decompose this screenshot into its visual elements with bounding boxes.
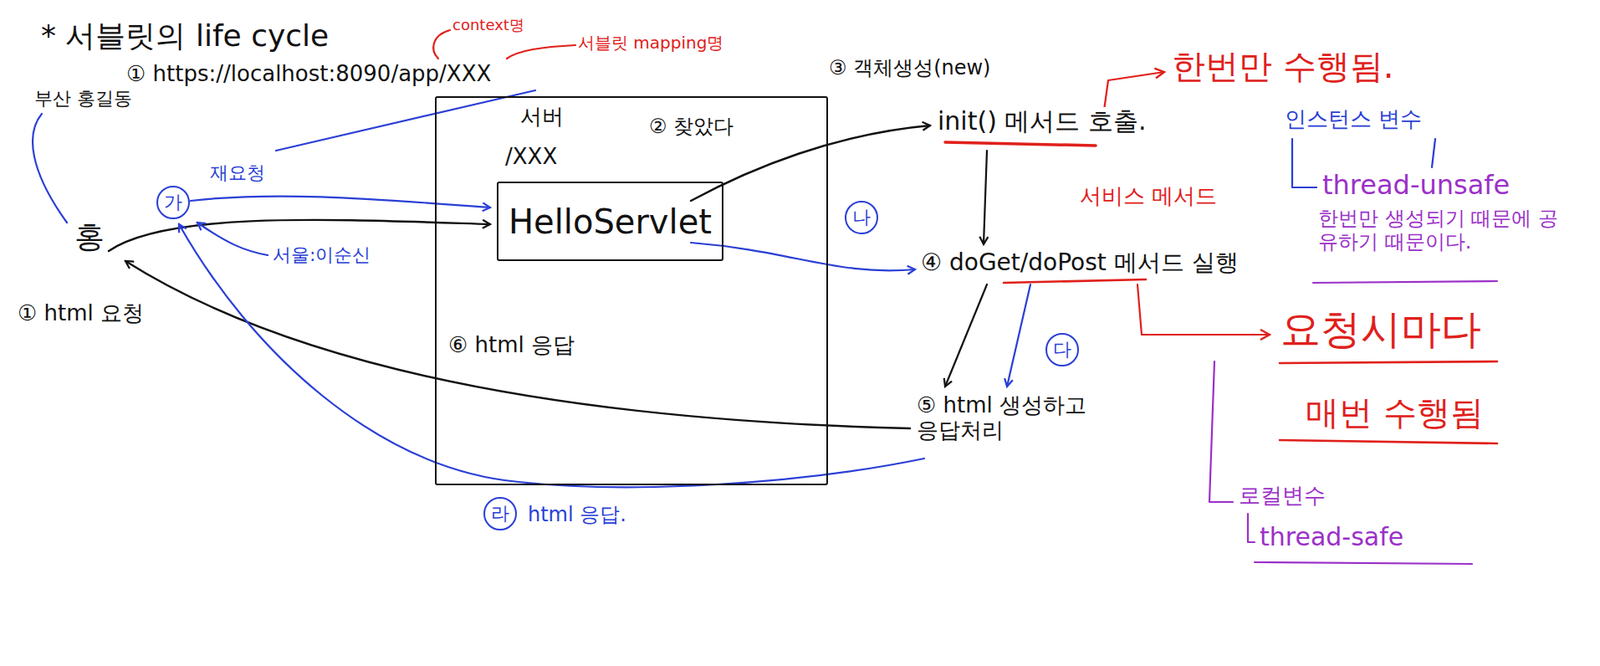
re-request-arrow xyxy=(190,196,491,208)
step-mark: 다 xyxy=(1053,338,1072,360)
annotation: context명 xyxy=(451,16,526,35)
step-mark: 나 xyxy=(852,206,871,228)
annotation: 한번만 수행됨. xyxy=(1170,46,1395,86)
annotation: 재요청 xyxy=(209,162,266,184)
blue-slash xyxy=(276,90,536,151)
share-underline xyxy=(1313,281,1498,283)
servlet-box: HelloServlet xyxy=(496,181,724,261)
safe-underline xyxy=(1254,562,1473,564)
step-circle: 가 xyxy=(156,185,190,220)
step-circle: 나 xyxy=(844,200,879,235)
client-name: 서울:이순신 xyxy=(271,244,372,266)
blue-bracket xyxy=(32,113,67,223)
doget-underline xyxy=(1003,279,1146,283)
step-text: init() 메서드 호출. xyxy=(936,107,1147,137)
step-text: html 응답. xyxy=(526,503,628,527)
step-text: ④ doGet/doPost 메서드 실행 xyxy=(920,249,1240,277)
every-underline xyxy=(1279,361,1498,363)
step-circle: 라 xyxy=(483,496,517,531)
blue-doget-arrow xyxy=(690,242,916,271)
step-text: ③ 객체생성(new) xyxy=(828,56,992,81)
response-arrow xyxy=(125,260,910,429)
init-to-doget xyxy=(983,150,987,245)
note-text: 부산 홍길동 xyxy=(33,87,133,109)
annotation: 서비스 메서드 xyxy=(1078,184,1218,210)
instance-bracket xyxy=(1292,138,1317,188)
every-underline-2 xyxy=(1279,439,1498,444)
step-text: ⑤ html 생성하고 응답처리 xyxy=(915,393,1102,444)
annotation: thread-unsafe xyxy=(1321,169,1511,201)
context-pointer xyxy=(433,30,450,59)
mapping-path: /XXX xyxy=(505,144,558,170)
step-circle: 다 xyxy=(1045,332,1079,367)
local-bracket-2 xyxy=(1247,513,1255,542)
mapping-pointer xyxy=(506,45,576,59)
request-url: ① https://localhost:8090/app/XXX xyxy=(125,61,492,87)
local-bracket xyxy=(1209,361,1233,502)
init-underline xyxy=(945,142,1096,146)
server-box: 서버/XXX HelloServlet xyxy=(434,96,829,486)
annotation: 요청시마다 xyxy=(1279,306,1483,353)
step-text: ⑥ html 응답 xyxy=(447,332,576,358)
annotation: 인스턴스 변수 xyxy=(1283,107,1423,133)
annotation: thread-safe xyxy=(1258,522,1405,553)
client-name: 홍 xyxy=(73,219,106,254)
blue-response-arrow xyxy=(178,224,925,487)
step-text: ② 찾았다 xyxy=(648,115,735,139)
instance-bracket-2 xyxy=(1431,138,1436,168)
servlet-name: HelloServlet xyxy=(508,202,712,241)
step-text: ① html 요청 xyxy=(16,301,145,327)
annotation: 서블릿 mapping명 xyxy=(577,33,725,53)
annotation: 한번만 생성되기 때문에 공유하기 때문이다. xyxy=(1317,207,1570,254)
blue-doget-to-html xyxy=(1007,284,1031,387)
step-mark: 가 xyxy=(163,191,183,213)
seoul-arrow xyxy=(197,222,268,256)
every-arrow xyxy=(1137,284,1270,335)
server-name: 서버 xyxy=(520,104,564,130)
title-text: * 서블릿의 life cycle xyxy=(40,18,330,53)
doget-to-html xyxy=(945,284,987,387)
step-mark: 라 xyxy=(490,502,510,524)
annotation: 매번 수행됨 xyxy=(1304,393,1485,432)
annotation: 로컬변수 xyxy=(1237,483,1327,509)
